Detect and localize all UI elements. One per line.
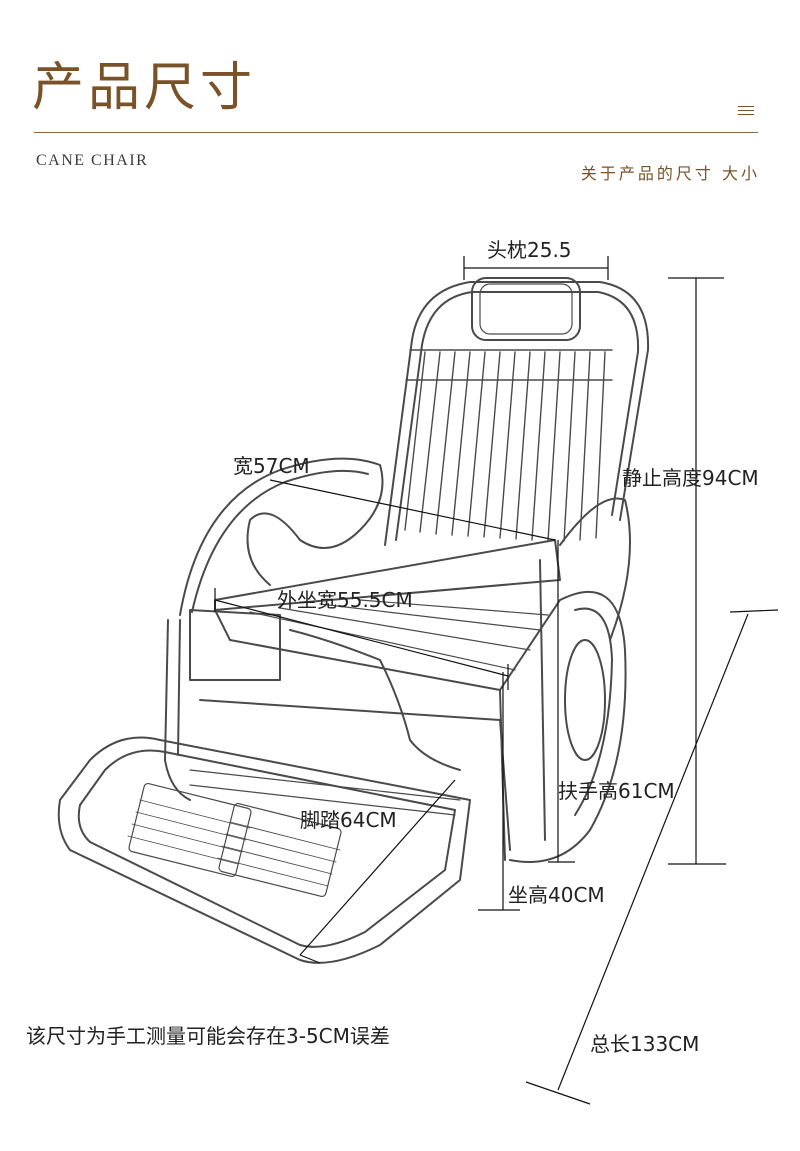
subtitle-chinese: 关于产品的尺寸 大小 (580, 164, 760, 183)
armrest-height-label: 扶手高61CM (558, 779, 675, 803)
dimension-lines (214, 256, 779, 1105)
subtitle-english: CANE CHAIR (36, 152, 149, 169)
outer-seat-width-label: 外坐宽55.5CM (277, 588, 413, 612)
seat-height-label: 坐高40CM (508, 883, 605, 907)
width-label: 宽57CM (233, 454, 310, 478)
footrest-label: 脚踏64CM (300, 808, 397, 832)
page-title: 产品尺寸 (32, 58, 257, 118)
headrest-label: 头枕25.5 (487, 238, 572, 262)
total-length-label: 总长133CM (590, 1032, 700, 1056)
measurement-note: 该尺寸为手工测量可能会存在3-5CM误差 (26, 1024, 390, 1048)
static-height-label: 静止高度94CM (622, 466, 759, 490)
title-divider (34, 132, 758, 133)
menu-icon[interactable] (738, 106, 754, 117)
chair-sketch (57, 277, 650, 964)
